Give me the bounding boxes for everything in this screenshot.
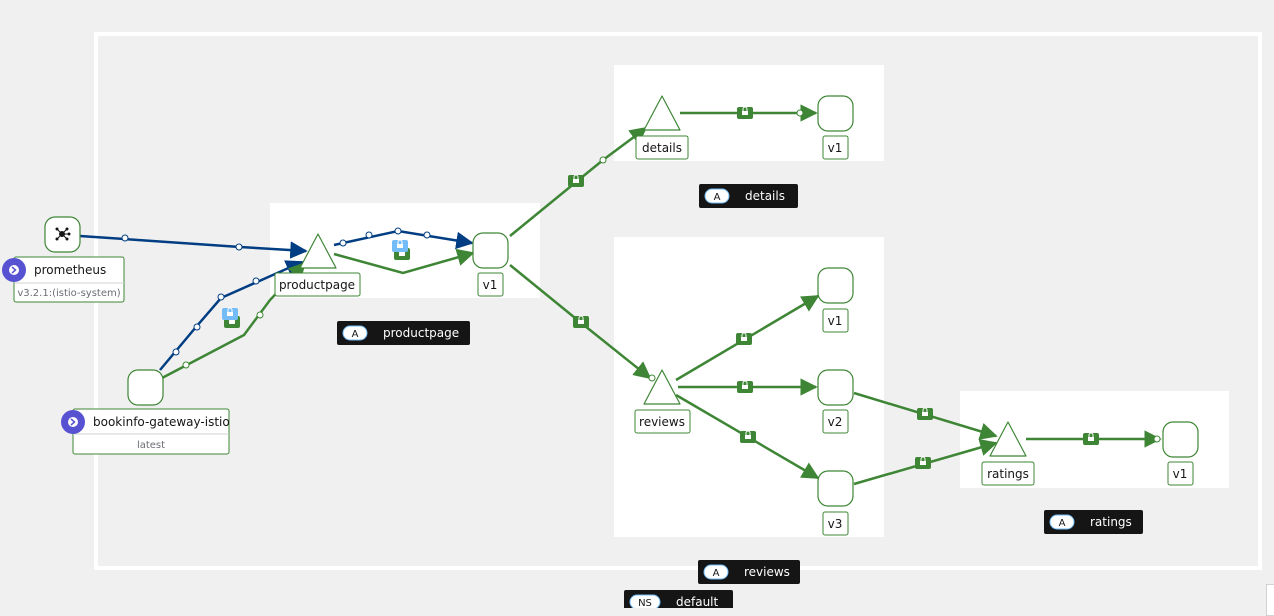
edge-gateway-productpage-tcp[interactable] bbox=[159, 260, 304, 371]
node-prometheus[interactable]: prometheus v3.2.1:(istio-system) bbox=[2, 216, 125, 303]
node-name: reviews bbox=[639, 415, 685, 429]
node-reviews-v1[interactable]: v1 bbox=[817, 267, 854, 333]
app-badge-name: productpage bbox=[383, 326, 459, 340]
scroll-corner[interactable] bbox=[1266, 584, 1274, 616]
node-name: v2 bbox=[828, 415, 843, 429]
app-badge-label: A bbox=[352, 329, 359, 340]
lock-icon bbox=[1083, 432, 1099, 445]
app-badge-name: details bbox=[745, 189, 785, 203]
namespace-name: default bbox=[676, 595, 719, 608]
lock-icon bbox=[222, 307, 238, 320]
node-name: productpage bbox=[279, 278, 355, 292]
node-reviews-service[interactable]: reviews bbox=[634, 369, 691, 434]
lock-icon bbox=[737, 106, 753, 119]
node-name: v1 bbox=[828, 314, 843, 328]
node-reviews-v3[interactable]: v3 bbox=[817, 470, 854, 536]
node-bookinfo-gateway[interactable]: bookinfo-gateway-istio latest bbox=[61, 369, 230, 455]
lock-icon bbox=[573, 315, 589, 328]
app-badge-productpage[interactable]: A productpage bbox=[337, 321, 470, 345]
node-name: v3 bbox=[828, 517, 843, 531]
external-arrow-icon bbox=[2, 258, 26, 282]
node-name: v1 bbox=[828, 141, 843, 155]
node-reviews-v2[interactable]: v2 bbox=[817, 369, 854, 434]
namespace-badge-label: NS bbox=[638, 598, 652, 608]
app-badge-ratings[interactable]: A ratings bbox=[1044, 510, 1143, 534]
app-badge-label: A bbox=[714, 192, 721, 203]
lock-icon bbox=[915, 456, 931, 469]
lock-icon bbox=[740, 430, 756, 443]
lock-icon bbox=[917, 407, 933, 420]
node-name: ratings bbox=[987, 467, 1029, 481]
app-badge-details[interactable]: A details bbox=[699, 184, 798, 208]
namespace-badge[interactable]: NS default bbox=[624, 590, 733, 608]
node-version: v3.2.1:(istio-system) bbox=[17, 288, 120, 299]
prometheus-service-icon bbox=[55, 227, 71, 241]
node-ratings-v1[interactable]: v1 bbox=[1162, 421, 1199, 486]
mtls-locks bbox=[222, 106, 1099, 469]
lock-icon bbox=[736, 332, 752, 345]
app-badge-label: A bbox=[1059, 518, 1066, 529]
edges bbox=[79, 104, 1162, 486]
node-name: details bbox=[642, 141, 682, 155]
node-name: v1 bbox=[483, 278, 498, 292]
app-badge-reviews[interactable]: A reviews bbox=[698, 560, 800, 584]
node-version: latest bbox=[137, 440, 165, 451]
node-details-service[interactable]: details bbox=[635, 95, 689, 160]
app-badge-label: A bbox=[713, 568, 720, 579]
node-name: bookinfo-gateway-istio bbox=[93, 415, 230, 429]
node-name: prometheus bbox=[34, 263, 106, 277]
app-badge-name: reviews bbox=[744, 565, 790, 579]
node-productpage-v1[interactable]: v1 bbox=[472, 232, 509, 297]
edge-productpage-v1-http[interactable] bbox=[333, 248, 475, 275]
node-name: v1 bbox=[1173, 467, 1188, 481]
external-arrow-icon bbox=[61, 410, 85, 434]
lock-icon bbox=[392, 239, 408, 252]
node-productpage-service[interactable]: productpage bbox=[274, 233, 361, 297]
node-details-v1[interactable]: v1 bbox=[817, 95, 854, 160]
lock-icon bbox=[568, 174, 584, 187]
lock-icon bbox=[737, 380, 753, 393]
app-badge-name: ratings bbox=[1090, 515, 1132, 529]
node-ratings-service[interactable]: ratings bbox=[981, 421, 1035, 486]
